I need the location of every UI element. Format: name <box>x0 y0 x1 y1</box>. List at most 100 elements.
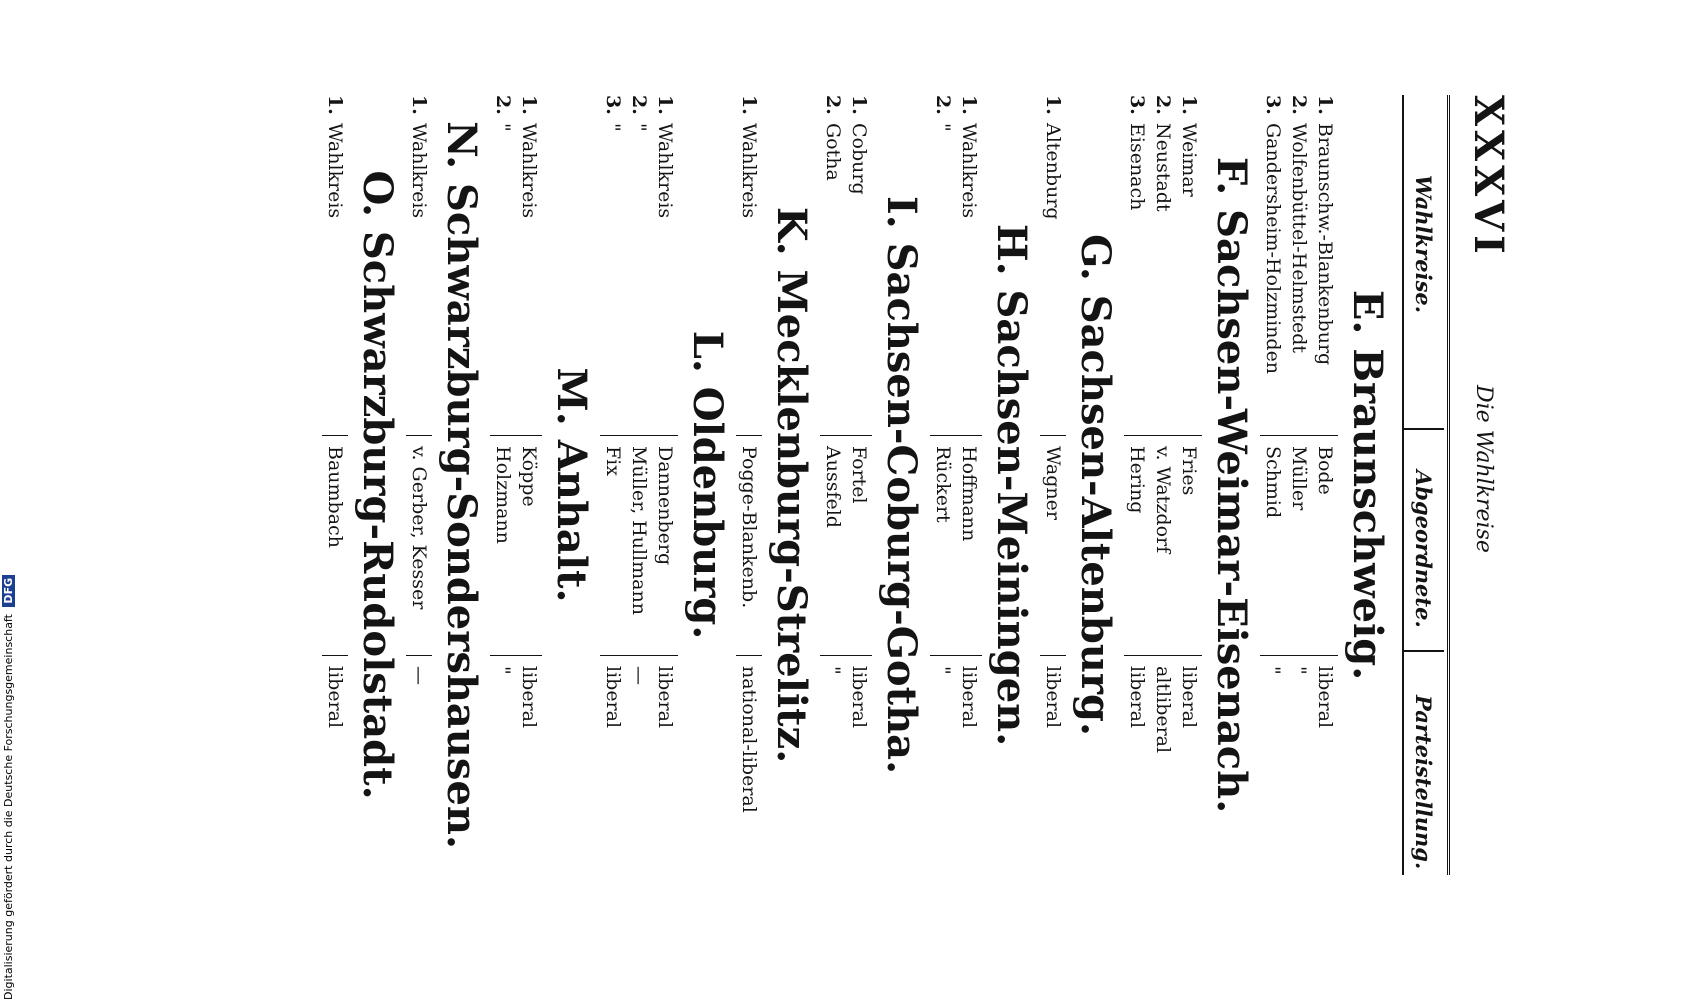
section-heading: E.Braunschweig. <box>1338 95 1396 875</box>
section-name: Mecklenburg-Strelitz. <box>768 269 815 764</box>
district-cell: " <box>628 123 650 132</box>
section-letter: G. <box>1072 234 1119 281</box>
member-cell: Müller, Hullmann <box>626 435 652 615</box>
column-header-party: Parteistellung. <box>1411 695 1436 870</box>
party-cell: liberal <box>600 655 626 729</box>
party-cell: liberal <box>1312 655 1338 729</box>
table-row: 2. " Rückert " <box>930 95 956 875</box>
party-cell: " <box>930 655 956 675</box>
row-number: 1. <box>958 95 980 115</box>
section-letter: F. <box>1208 156 1255 196</box>
member-cell: Bode <box>1312 435 1338 495</box>
party-cell: " <box>1286 655 1312 675</box>
section-name: Sachsen-Weimar-Eisenach. <box>1208 209 1255 814</box>
row-number: 2. <box>822 95 844 115</box>
member-cell: Fortel <box>846 435 872 504</box>
row-number: 2. <box>1288 95 1310 115</box>
member-cell: Köppe <box>516 435 542 507</box>
column-header-districts: Wahlkreise. <box>1411 175 1436 314</box>
party-cell: national-liberal <box>736 655 762 813</box>
party-cell: liberal <box>322 655 348 729</box>
district-cell: Wahlkreis <box>324 123 346 219</box>
page-header: XXXVI Die Wahlkreise <box>1456 95 1520 885</box>
section-name: Schwarzburg-Rudolstadt. <box>354 230 401 800</box>
running-title: Die Wahlkreise <box>1471 385 1496 553</box>
column-header-row: Wahlkreise. Abgeordnete. Parteistellung. <box>1402 95 1444 875</box>
district-cell: Braunschw.-Blankenburg <box>1314 123 1336 366</box>
section-name: Oldenburg. <box>684 386 731 640</box>
row-number: 3. <box>1126 95 1148 115</box>
district-cell: Wahlkreis <box>958 123 980 219</box>
district-cell: " <box>932 123 954 132</box>
section-name: Sachsen-Meiningen. <box>988 289 1035 747</box>
row-number: 1. <box>654 95 676 115</box>
rotated-book-page: XXXVI Die Wahlkreise Wahlkreise. Abgeord… <box>160 95 1520 885</box>
table-row: 2."Holzmann" <box>490 95 516 875</box>
row-number: 3. <box>602 95 624 115</box>
party-cell: liberal <box>652 655 678 729</box>
section-name: Sachsen-Coburg-Gotha. <box>878 242 925 774</box>
section-letter: O. <box>354 170 401 217</box>
party-cell: liberal <box>1040 655 1066 729</box>
row-number: 1. <box>408 95 430 115</box>
district-cell: Eisenach <box>1126 123 1148 211</box>
page-number: XXXVI <box>1465 95 1512 258</box>
row-number: 1. <box>1314 95 1336 115</box>
district-cell: Wahlkreis <box>738 123 760 219</box>
dfg-logo: DFG <box>2 574 15 607</box>
section-heading: L. Oldenburg. <box>678 95 736 875</box>
member-cell: v. Gerber, Kesser <box>406 435 432 610</box>
member-cell: Hoffmann <box>956 435 982 542</box>
member-cell: Fix <box>600 435 626 476</box>
section-letter: L. <box>684 330 731 373</box>
member-cell: Aussfeld <box>820 435 846 528</box>
member-cell: Hering <box>1124 435 1150 514</box>
party-cell: altliberal <box>1150 655 1176 754</box>
section-heading: G. Sachsen-Altenburg. <box>1066 95 1124 875</box>
section-letter: I. <box>878 196 925 229</box>
digitization-credit: Digitalisierung gefördert durch die Deut… <box>2 574 15 1000</box>
district-cell: Altenburg <box>1042 123 1064 220</box>
member-cell: Rückert <box>930 435 956 523</box>
party-cell: liberal <box>846 655 872 729</box>
section-name: Schwarzburg-Sondershausen. <box>438 183 485 849</box>
row-number: 2. <box>932 95 954 115</box>
party-cell: liberal <box>516 655 542 729</box>
row-number: 1. <box>518 95 540 115</box>
party-cell: — <box>406 655 432 685</box>
party-cell: " <box>490 655 516 675</box>
header-rule <box>1447 95 1450 875</box>
member-cell: Holzmann <box>490 435 516 544</box>
section-letter: K. <box>768 206 815 256</box>
section-heading: K. Mecklenburg-Strelitz. <box>762 95 820 875</box>
party-cell: " <box>820 655 846 675</box>
member-cell: Pogge-Blankenb. <box>736 435 762 609</box>
row-number: 2. <box>492 95 514 115</box>
district-cell: Gotha <box>822 123 844 181</box>
district-cell: Neustadt <box>1152 123 1174 212</box>
party-cell: — <box>626 655 652 685</box>
section-name: Anhalt. <box>548 439 595 603</box>
member-cell: Müller <box>1286 435 1312 511</box>
member-cell: Wagner <box>1040 435 1066 520</box>
column-separator <box>1404 428 1444 430</box>
member-cell: Baumbach <box>322 435 348 548</box>
member-cell: Schmid <box>1260 435 1286 519</box>
section-name: Sachsen-Altenburg. <box>1072 294 1119 736</box>
district-cell: Wahlkreis <box>408 123 430 219</box>
row-number: 1. <box>1178 95 1200 115</box>
table-row: 2."Müller, Hullmann— <box>626 95 652 875</box>
row-number: 1. <box>1042 95 1064 115</box>
district-cell: Wahlkreis <box>518 123 540 219</box>
